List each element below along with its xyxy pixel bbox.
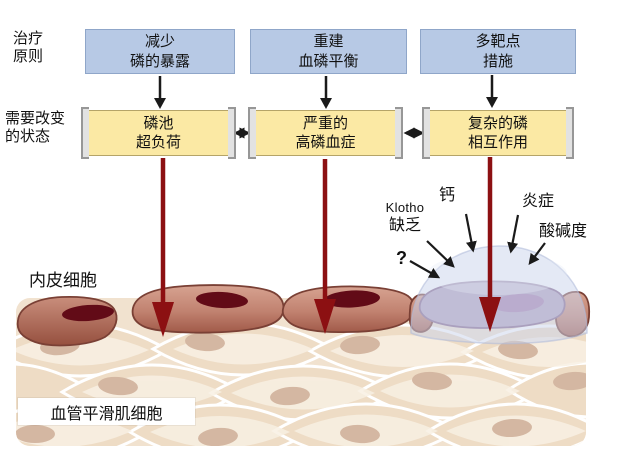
annotation-klotho-word: Klotho xyxy=(385,200,425,215)
endothelial-nuclei xyxy=(62,290,380,322)
state-box-label: 复杂的磷 相互作用 xyxy=(467,114,528,152)
flow-arrows xyxy=(154,75,498,109)
label-vascular-smooth-muscle-cells: 血管平滑肌细胞 xyxy=(18,398,195,425)
red-arrow-head xyxy=(479,297,501,332)
principle-box-label: 重建 血磷平衡 xyxy=(298,33,359,70)
principle-box-reduce-phosphate-exposure: 减少 磷的暴露 xyxy=(85,29,235,74)
row-label-state-to-change: 需要改变 的状态 xyxy=(5,110,66,146)
bracket-left-decoration xyxy=(248,107,256,159)
row-label-treatment-principle: 治疗 原则 xyxy=(13,30,44,66)
annotation-klotho-deficiency-word: 缺乏 xyxy=(388,216,421,234)
bracket-right-decoration xyxy=(228,107,236,159)
principle-box-label: 减少 磷的暴露 xyxy=(129,33,190,70)
klotho-arrow xyxy=(426,240,455,268)
label-endothelial-cells: 内皮细胞 xyxy=(29,271,97,290)
principle-box-label: 多靶点 措施 xyxy=(475,33,521,70)
annotation-inflammation: 炎症 xyxy=(522,193,555,210)
annotation-question-mark: ? xyxy=(396,248,407,268)
inflammation-arrow xyxy=(507,214,520,254)
calcification-dome xyxy=(410,245,588,345)
endothelial-cell xyxy=(16,295,118,347)
question-arrow xyxy=(409,260,441,279)
state-box-severe-hyperphosphatemia: 严重的 高磷血症 xyxy=(248,107,403,159)
bracket-right-decoration xyxy=(395,107,403,159)
annotation-acidity: 酸碱度 xyxy=(539,223,588,240)
calcium-arrow xyxy=(464,213,477,253)
state-box-phosphate-pool-overload: 磷池 超负荷 xyxy=(81,107,236,159)
principle-box-multi-target-measures: 多靶点 措施 xyxy=(420,29,576,74)
state-box-complex-phosphate-interactions: 复杂的磷 相互作用 xyxy=(422,107,574,159)
bracket-left-decoration xyxy=(422,107,430,159)
acidity-arrow xyxy=(528,242,546,265)
annotation-klotho-deficiency: Klotho 缺乏 xyxy=(377,200,433,235)
bracket-left-decoration xyxy=(81,107,89,159)
state-box-label: 严重的 高磷血症 xyxy=(295,114,356,152)
annotation-arrows xyxy=(409,213,546,279)
state-box-label: 磷池 超负荷 xyxy=(135,114,181,152)
bracket-right-decoration xyxy=(566,107,574,159)
red-arrow-head xyxy=(314,299,336,334)
impact-arrows xyxy=(152,157,501,337)
red-arrow-head xyxy=(152,302,174,337)
principle-box-rebuild-phosphate-balance: 重建 血磷平衡 xyxy=(250,29,407,74)
annotation-calcium: 钙 xyxy=(439,187,456,204)
label-vascular-smooth-muscle-cells-text: 血管平滑肌细胞 xyxy=(50,405,163,423)
